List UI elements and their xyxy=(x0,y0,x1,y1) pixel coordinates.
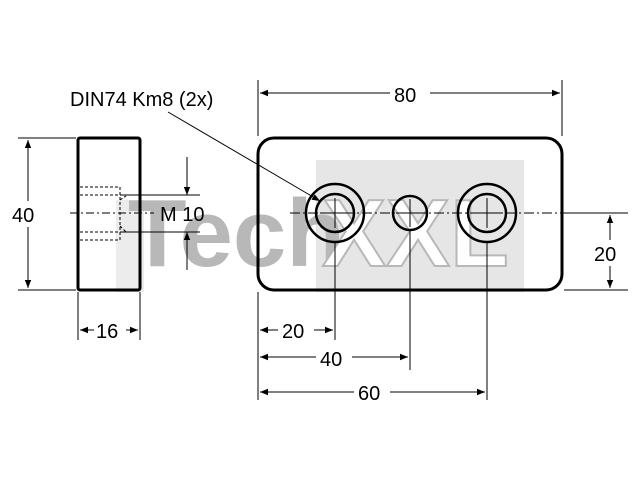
side-view: M 10 40 16 xyxy=(10,136,204,343)
front-view: DIN74 Km8 (2x) 80 20 20 40 60 xyxy=(70,80,628,405)
watermark-text-tech: Tech xyxy=(128,180,345,287)
threaded-hole-center xyxy=(391,194,429,232)
side-height-label: 40 xyxy=(12,205,34,227)
side-width-label: 16 xyxy=(96,321,118,343)
front-height-label: 20 xyxy=(594,244,616,266)
callout-leader-line xyxy=(167,111,321,202)
side-view-body xyxy=(76,136,142,292)
callout-label: DIN74 Km8 (2x) xyxy=(70,89,213,111)
hole-dim-label-20: 20 xyxy=(282,321,304,343)
hole-dim-label-60: 60 xyxy=(358,383,380,405)
thread-label: M 10 xyxy=(160,204,204,226)
front-width-label: 80 xyxy=(394,85,416,107)
hole-dim-label-40: 40 xyxy=(320,349,342,371)
